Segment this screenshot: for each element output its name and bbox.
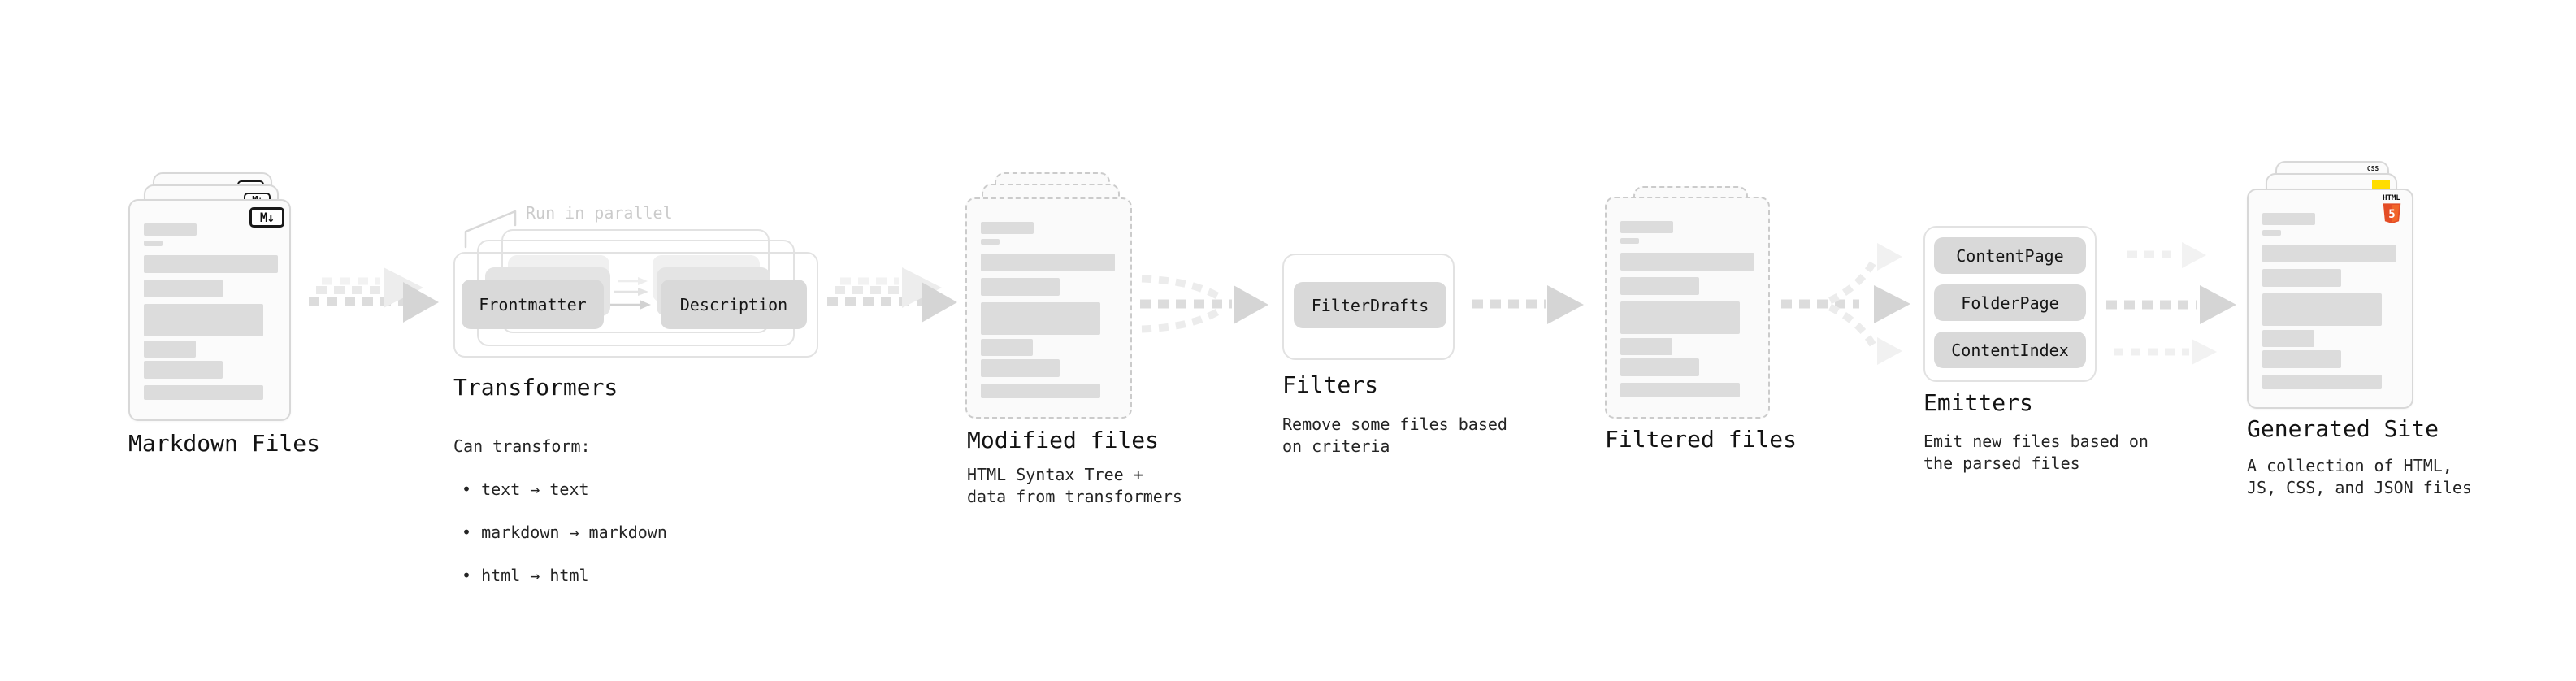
doc-text-bar	[2262, 269, 2341, 287]
doc-text-bar	[1620, 253, 1754, 271]
doc-text-bar	[981, 239, 1000, 245]
markdown-file-doc-front: M↓	[128, 199, 291, 421]
doc-text-bar	[1620, 358, 1699, 376]
filters-box: FilterDrafts	[1282, 254, 1455, 360]
doc-text-bar	[2262, 293, 2382, 326]
doc-text-bar	[144, 385, 263, 400]
arrow-filtered-to-emitters	[1781, 243, 1910, 365]
doc-text-bar	[144, 255, 278, 273]
transform-bullet: • markdown → markdown	[462, 522, 667, 542]
html5-icon: HTML 5	[2381, 194, 2402, 228]
doc-text-bar	[2262, 330, 2314, 347]
emitters-title: Emitters	[1923, 389, 2033, 416]
doc-text-bar	[981, 222, 1034, 234]
javascript-icon	[2372, 180, 2390, 189]
doc-text-bar	[981, 278, 1060, 296]
arrow-markdown-to-transformers	[309, 267, 439, 323]
doc-text-bar	[1620, 301, 1740, 334]
doc-text-bar	[1620, 338, 1672, 355]
content-index-button: ContentIndex	[1934, 332, 2086, 368]
svg-text:5: 5	[2388, 208, 2395, 221]
transformers-title: Transformers	[453, 374, 618, 401]
transformers-box-front	[453, 252, 818, 358]
doc-text-bar	[144, 361, 223, 379]
arrow-filters-to-filtered	[1472, 285, 1584, 324]
filtered-file-doc-front	[1605, 197, 1770, 419]
doc-text-bar	[1620, 238, 1639, 244]
filters-title: Filters	[1282, 371, 1379, 398]
frontmatter-button: Frontmatter	[462, 280, 604, 329]
transform-bullet: • text → text	[462, 479, 589, 499]
doc-text-bar	[2262, 375, 2382, 389]
arrow-modified-to-filters	[1140, 275, 1268, 333]
doc-text-bar	[144, 280, 223, 297]
doc-text-bar	[1620, 221, 1673, 233]
doc-text-bar	[981, 339, 1033, 356]
doc-text-bar	[2262, 350, 2341, 368]
doc-text-bar	[144, 340, 196, 358]
description-button: Description	[661, 280, 807, 329]
content-page-button: ContentPage	[1934, 237, 2086, 274]
doc-text-bar	[2262, 230, 2281, 236]
filter-drafts-button: FilterDrafts	[1294, 282, 1446, 328]
transformers-description: Can transform: • text → text • markdown …	[453, 414, 667, 608]
doc-text-bar	[1620, 383, 1740, 397]
arrow-transformers-to-modified	[827, 267, 957, 323]
modified-files-subtitle: HTML Syntax Tree + data from transformer…	[967, 465, 1182, 506]
doc-text-bar	[981, 302, 1100, 335]
annotation-leader-line	[464, 210, 517, 249]
markdown-files-label: Markdown Files	[128, 430, 321, 457]
doc-text-bar	[2262, 245, 2396, 262]
markdown-icon: M↓	[249, 207, 284, 228]
html5-shield: 5	[2383, 203, 2400, 223]
generated-site-subtitle: A collection of HTML, JS, CSS, and JSON …	[2247, 456, 2472, 497]
generated-doc-html: HTML 5	[2247, 189, 2413, 409]
doc-text-bar	[1620, 277, 1699, 295]
doc-text-bar	[981, 254, 1115, 271]
modified-file-doc-front	[965, 197, 1132, 419]
emitters-box: ContentPage FolderPage ContentIndex	[1923, 226, 2097, 382]
doc-text-bar	[2262, 213, 2315, 225]
transformer-parallel-arrows	[610, 277, 651, 310]
filtered-files-label: Filtered files	[1605, 426, 1798, 453]
doc-text-bar	[981, 384, 1100, 398]
doc-text-bar	[981, 359, 1060, 377]
generated-site-label: Generated Site	[2247, 415, 2439, 442]
transformers-body-intro: Can transform:	[453, 436, 591, 456]
modified-files-label: Modified files	[967, 427, 1160, 453]
doc-text-bar	[144, 304, 263, 336]
folder-page-button: FolderPage	[1934, 284, 2086, 321]
arrow-emitters-to-generated	[2106, 242, 2236, 365]
filters-subtitle: Remove some files based on criteria	[1282, 414, 1507, 456]
transform-bullet: • html → html	[462, 565, 589, 585]
doc-text-bar	[144, 223, 197, 236]
doc-text-bar	[144, 241, 163, 246]
emitters-subtitle: Emit new files based on the parsed files	[1923, 432, 2149, 473]
run-in-parallel-annotation: Run in parallel	[526, 203, 673, 223]
